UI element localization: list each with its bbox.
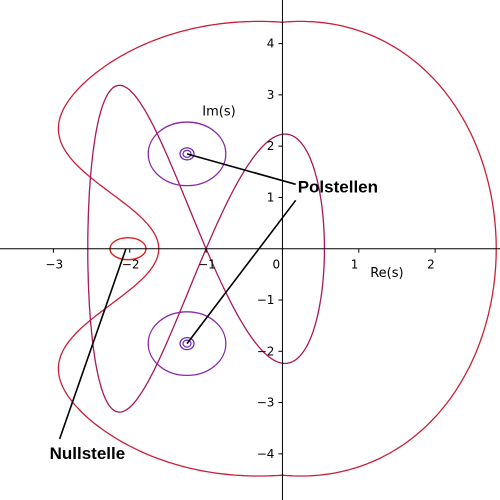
x-tick-label: −3 <box>45 258 63 272</box>
y-axis-label: Im(s) <box>202 104 235 119</box>
pole-contour-1 <box>147 311 227 377</box>
x-tick-label: 1 <box>351 258 359 272</box>
x-tick-label: −1 <box>198 258 216 272</box>
annotation-leader-line <box>58 248 127 440</box>
y-tick-label: −1 <box>257 293 275 307</box>
x-tick-label: 2 <box>427 258 435 272</box>
annotation-nullstelle: Nullstelle <box>50 444 126 463</box>
annotations: Polstellen Nullstelle <box>50 153 378 463</box>
y-tick-label: −4 <box>257 447 275 461</box>
y-tick-label: 2 <box>267 139 275 153</box>
y-tick-label: −3 <box>257 396 275 410</box>
x-tick-label: 0 <box>272 258 280 272</box>
x-tick-label: −2 <box>122 258 140 272</box>
x-axis-label: Re(s) <box>370 266 403 281</box>
y-tick-label: 3 <box>267 88 275 102</box>
y-tick-label: 4 <box>267 37 275 51</box>
annotation-polstellen: Polstellen <box>298 177 378 196</box>
pole-inner-core-contour-1 <box>182 339 192 348</box>
y-tick-label: −2 <box>257 344 275 358</box>
pole-inner-core-contour-0 <box>182 149 192 158</box>
pole-core-contour-1 <box>179 336 195 351</box>
pole-core-contour-0 <box>179 147 195 161</box>
pole-contour-0 <box>147 121 227 187</box>
y-tick-label: 1 <box>267 190 275 204</box>
axis-ticks: −3 −2 −1 0 1 2 −4 −3 −2 −1 1 2 3 4 <box>45 37 436 461</box>
annotation-leader-line <box>186 199 297 345</box>
annotation-leader-line <box>186 153 296 186</box>
